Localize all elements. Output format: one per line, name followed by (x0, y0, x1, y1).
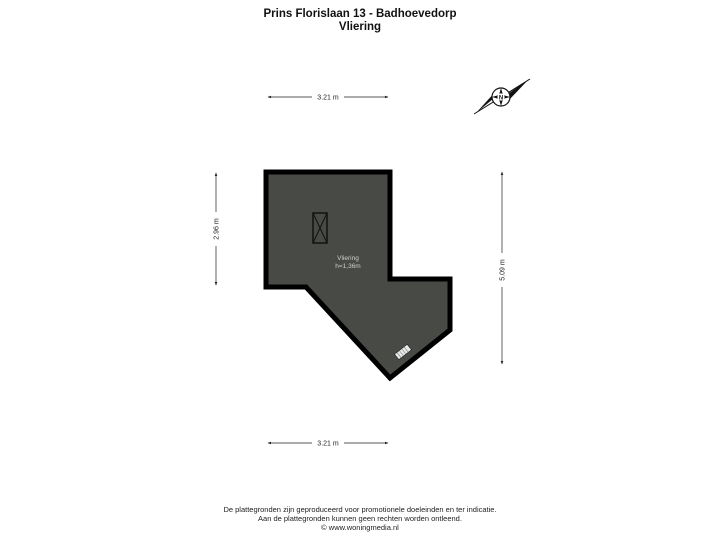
dimension-top-label: 3.21 m (317, 95, 339, 102)
disclaimer-line-2: Aan de plattegronden kunnen geen rechten… (258, 514, 462, 523)
dimension-bottom-label: 3.21 m (317, 441, 339, 448)
dimension-right: 5.09 m (500, 171, 507, 365)
room-height: h=1,36m (335, 263, 360, 270)
dimension-bottom: 3.21 m (267, 441, 389, 448)
room-floor (263, 169, 453, 382)
room-vliering: Vliering h=1,36m (263, 169, 453, 382)
floor-name: Vliering (338, 21, 382, 33)
ladder-icon (394, 343, 412, 361)
room-label: Vliering (337, 255, 359, 262)
plan-title: Prins Florislaan 13 - Badhoevedorp (263, 8, 457, 20)
dimension-left-label: 2.96 m (214, 218, 221, 240)
compass-icon: N (473, 78, 531, 115)
dimension-right-label: 5.09 m (500, 259, 507, 281)
compass-letter: N (499, 95, 503, 101)
dimension-top: 3.21 m (267, 95, 389, 102)
disclaimer-line-1: De plattegronden zijn geproduceerd voor … (223, 505, 497, 514)
skylight-icon (312, 212, 328, 244)
copyright: © www.woningmedia.nl (321, 523, 399, 532)
dimension-left: 2.96 m (214, 172, 221, 286)
